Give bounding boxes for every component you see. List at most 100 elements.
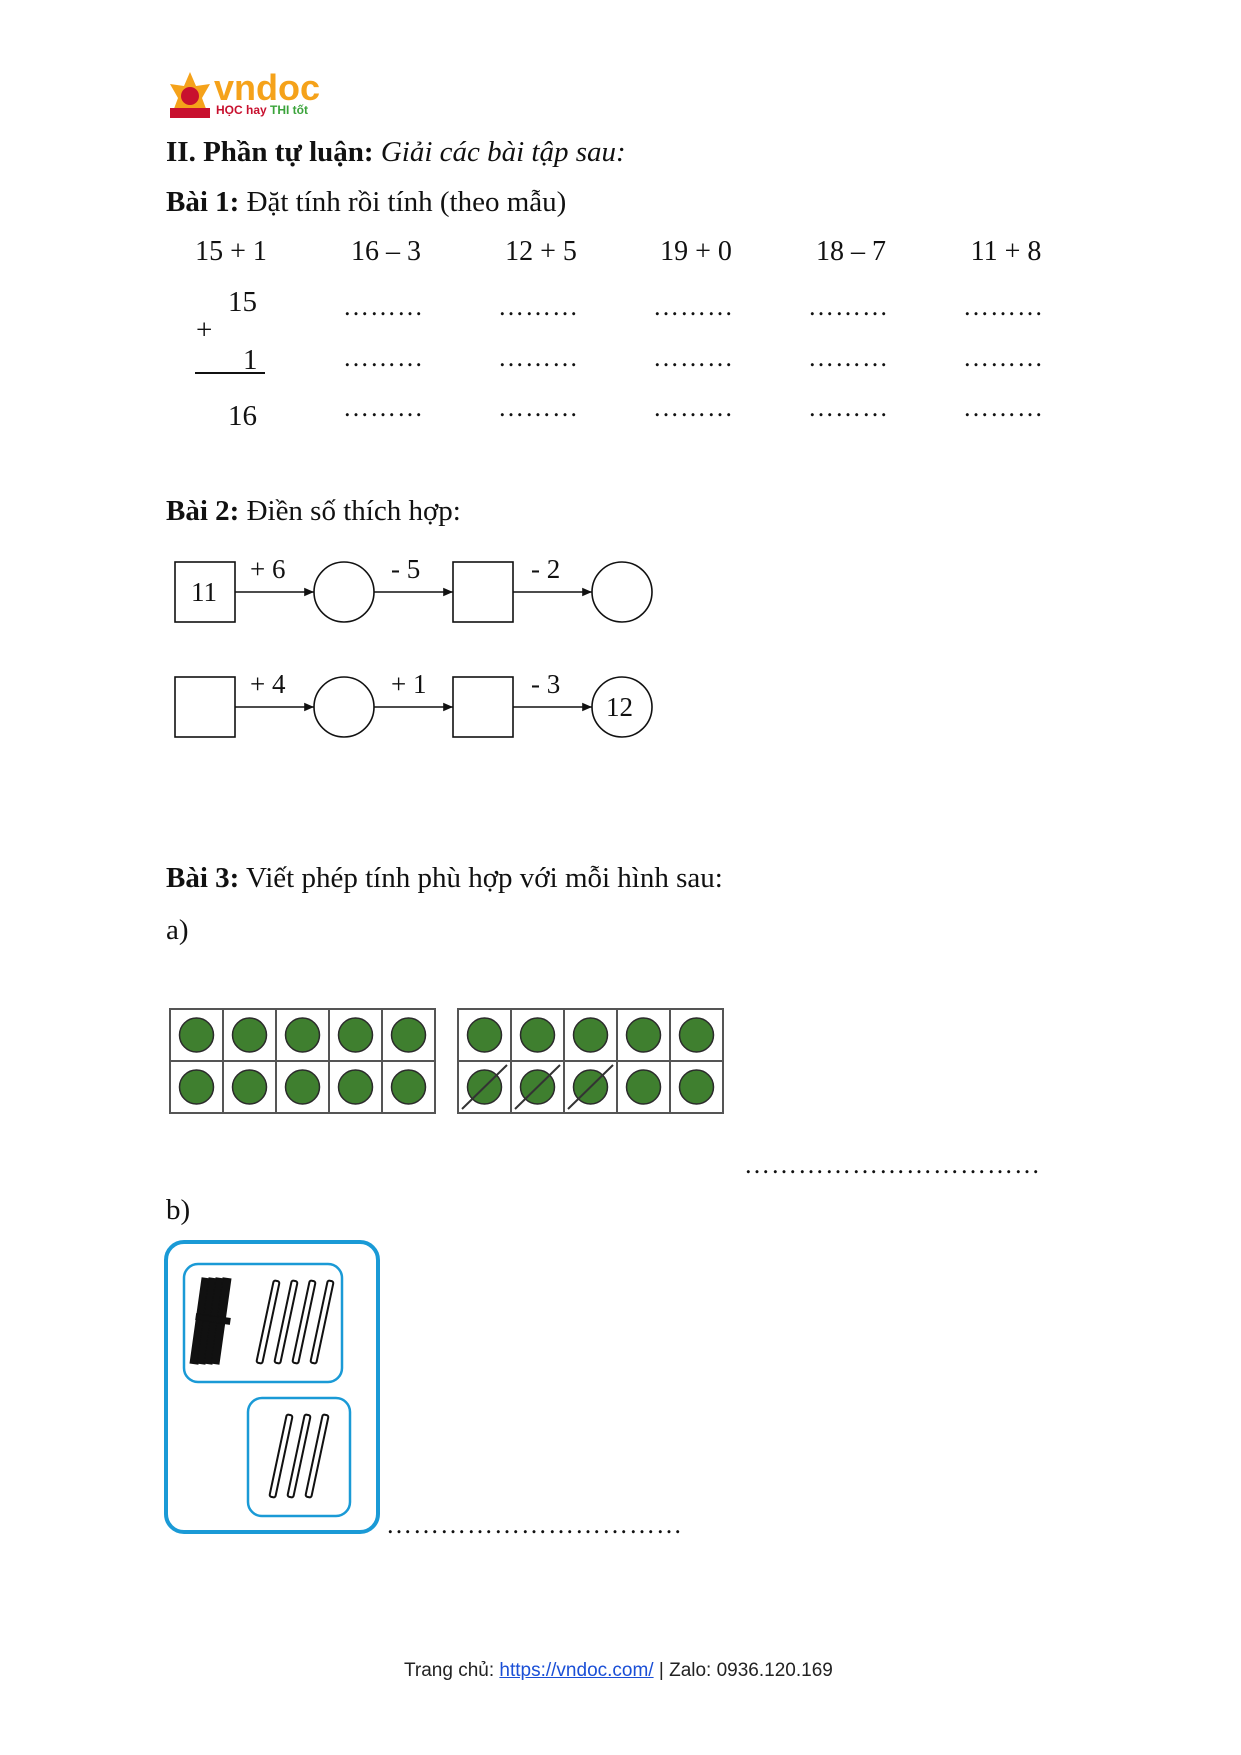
operation-label: + 4 [250, 669, 286, 699]
answer-dots[interactable]: ……… [808, 292, 889, 321]
bai1-expression: 19 + 0 [660, 236, 732, 267]
answer-dots[interactable]: ……… [498, 292, 579, 321]
operation-label: - 2 [531, 554, 561, 584]
answer-dots[interactable]: ……… [808, 343, 889, 372]
answer-dots-a[interactable]: …………………………… [744, 1150, 1041, 1179]
ten-frame-cell [669, 1060, 724, 1114]
counter-dot [178, 1017, 215, 1053]
ten-frame-cell [616, 1060, 671, 1114]
answer-dots[interactable]: ……… [498, 393, 579, 422]
footer-suffix: | Zalo: 0936.120.169 [653, 1660, 833, 1681]
bai2-label: Bài 2: [166, 495, 240, 527]
counter-dot [390, 1017, 427, 1053]
operation-label: - 3 [531, 669, 561, 699]
ten-frame-cell [222, 1060, 277, 1114]
answer-dots[interactable]: ……… [963, 292, 1044, 321]
ten-frame-cell [563, 1060, 618, 1114]
counter-dot [466, 1069, 503, 1105]
footer-prefix: Trang chủ: [404, 1660, 500, 1681]
counter-dot [519, 1017, 556, 1053]
bai1-text: Đặt tính rồi tính (theo mẫu) [246, 186, 567, 218]
ten-frame-cell [616, 1008, 671, 1062]
start-box-value: 11 [191, 577, 217, 607]
ten-frame-cell [510, 1060, 565, 1114]
answer-circle [313, 676, 375, 738]
operation-label: + 1 [391, 669, 427, 699]
bai1-expression: 15 + 1 [195, 236, 267, 267]
answer-circle [313, 561, 375, 623]
answer-dots[interactable]: ……… [963, 343, 1044, 372]
sample-top-number: 15 [228, 286, 257, 318]
bai2-heading: Bài 2: Điền số thích hợp: [166, 497, 461, 526]
logo-tagline: HỌC hay THI tốt [216, 103, 309, 117]
counter-dot [625, 1069, 662, 1105]
ten-frame-cell [381, 1008, 436, 1062]
ten-frame-b [457, 1008, 724, 1114]
operation-label: - 5 [391, 554, 421, 584]
counter-dot [572, 1017, 609, 1053]
counter-dot [337, 1017, 374, 1053]
bundle-of-ten-icon [189, 1277, 232, 1365]
counter-dot [678, 1017, 715, 1053]
vndoc-logo[interactable]: vndoc HỌC hay THI tốt [166, 70, 326, 122]
ten-frame-cell [328, 1008, 383, 1062]
ten-frame-cell [222, 1008, 277, 1062]
answer-dots[interactable]: ……… [653, 292, 734, 321]
counter-dot [625, 1017, 662, 1053]
answer-box [452, 561, 514, 623]
part-b-label: b) [166, 1194, 191, 1226]
ten-frame-cell [169, 1060, 224, 1114]
single-stick-icon [268, 1413, 330, 1499]
section-title-italic: Giải các bài tập sau: [380, 136, 626, 168]
ten-frame-cell [381, 1060, 436, 1114]
counter-dot [337, 1069, 374, 1105]
footer: Trang chủ: https://vndoc.com/ | Zalo: 09… [404, 1660, 833, 1682]
cross-out-mark [567, 1064, 614, 1110]
bai3-text: Viết phép tính phù hợp với mỗi hình sau: [246, 862, 723, 894]
answer-circle [591, 561, 653, 623]
ten-frame-cell [275, 1008, 330, 1062]
bai3-label: Bài 3: [166, 862, 240, 894]
ten-frame-cell [457, 1008, 512, 1062]
counter-dot [284, 1069, 321, 1105]
answer-dots[interactable]: ……… [653, 343, 734, 372]
section-title-bold: II. Phần tự luận: [166, 136, 374, 168]
answer-dots-b[interactable]: …………………………… [386, 1510, 683, 1539]
answer-dots[interactable]: ……… [653, 393, 734, 422]
ten-frame-cell [169, 1008, 224, 1062]
bai1-expression: 11 + 8 [970, 236, 1042, 267]
logo-word: vndoc [214, 67, 321, 108]
answer-box [452, 676, 514, 738]
ten-frame-cell [457, 1060, 512, 1114]
sample-bottom-number: 1 [243, 344, 258, 376]
vndoc-mascot-icon [170, 72, 210, 118]
answer-dots[interactable]: ……… [808, 393, 889, 422]
answer-dots[interactable]: ……… [343, 292, 424, 321]
cross-out-mark [461, 1064, 508, 1110]
bai2-text: Điền số thích hợp: [246, 495, 461, 527]
bai1-expression: 12 + 5 [505, 236, 577, 267]
answer-dots[interactable]: ……… [498, 343, 579, 372]
counter-dot [178, 1069, 215, 1105]
part-a-label: a) [166, 914, 189, 946]
bai1-label: Bài 1: [166, 186, 240, 218]
sample-divider-line [195, 372, 265, 374]
counter-dot [284, 1017, 321, 1053]
bai3-heading: Bài 3: Viết phép tính phù hợp với mỗi hì… [166, 864, 723, 893]
ten-frame-cell [275, 1060, 330, 1114]
answer-box [174, 676, 236, 738]
counter-dot [678, 1069, 715, 1105]
ten-frame-cell [563, 1008, 618, 1062]
ten-frame-cell [510, 1008, 565, 1062]
sample-result: 16 [228, 400, 257, 432]
answer-dots[interactable]: ……… [343, 343, 424, 372]
footer-link[interactable]: https://vndoc.com/ [499, 1660, 654, 1681]
answer-dots[interactable]: ……… [343, 393, 424, 422]
counter-dot [572, 1069, 609, 1105]
sample-operator: + [196, 314, 213, 346]
counter-dot [466, 1017, 503, 1053]
end-circle-value: 12 [606, 692, 633, 722]
counter-dot [519, 1069, 556, 1105]
counter-dot [390, 1069, 427, 1105]
answer-dots[interactable]: ……… [963, 393, 1044, 422]
